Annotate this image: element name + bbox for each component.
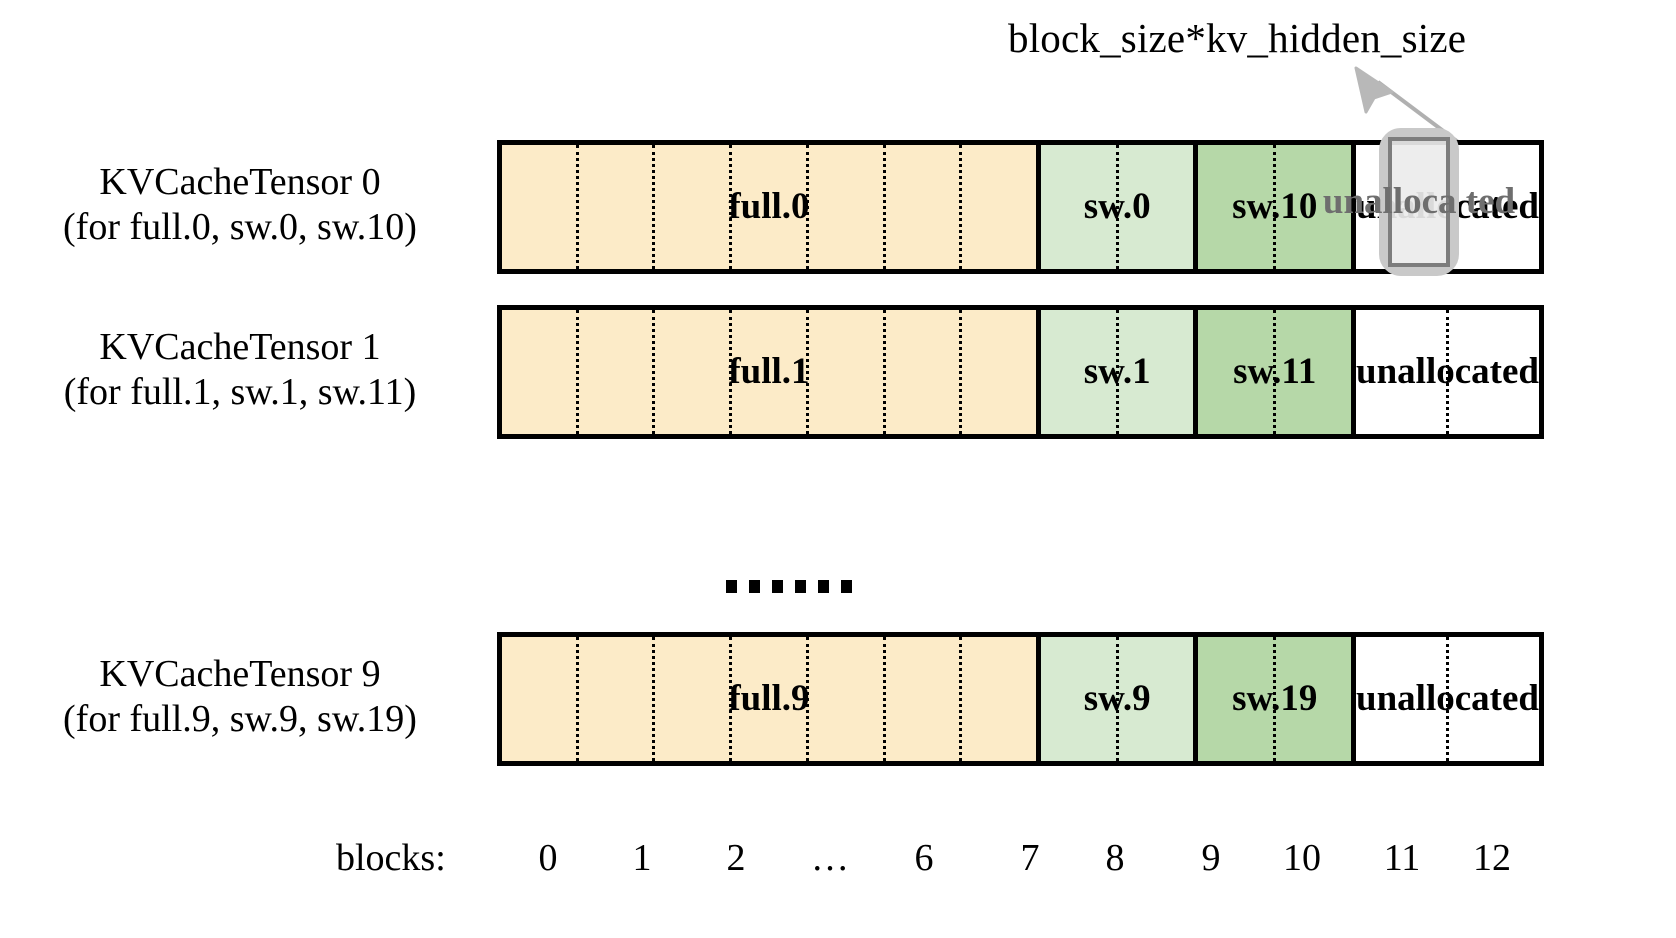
row-label: KVCacheTensor 0 (for full.0, sw.0, sw.10…: [0, 160, 480, 250]
segment-label: full.0: [728, 185, 810, 227]
segment-unallocated[interactable]: unallocated: [1351, 145, 1539, 269]
segment-sw2[interactable]: sw.19: [1193, 637, 1352, 761]
tensor-bar: full.1 sw.1 sw.11 unallocated: [497, 305, 1544, 439]
block-tick: 6: [914, 837, 934, 879]
row-title: KVCacheTensor 9: [99, 653, 381, 695]
segment-label: full.9: [728, 677, 810, 719]
tensor-row: KVCacheTensor 0 (for full.0, sw.0, sw.10…: [0, 140, 1676, 280]
annotation-caption: block_size*kv_hidden_size: [1008, 15, 1467, 61]
segment-sw2[interactable]: sw.11: [1193, 310, 1352, 434]
row-label: KVCacheTensor 1 (for full.1, sw.1, sw.11…: [0, 325, 480, 415]
row-title: KVCacheTensor 0: [99, 161, 381, 203]
row-subtitle: (for full.0, sw.0, sw.10): [63, 205, 417, 248]
segment-full[interactable]: full.1: [502, 310, 1036, 434]
segment-label: unallocated: [1356, 677, 1539, 719]
tensor-row: KVCacheTensor 1 (for full.1, sw.1, sw.11…: [0, 305, 1676, 445]
segment-label: sw.10: [1232, 185, 1318, 227]
block-tick: 0: [538, 837, 558, 879]
segment-label: sw.19: [1232, 677, 1318, 719]
segment-label: sw.11: [1233, 350, 1317, 392]
segment-sw[interactable]: sw.9: [1035, 637, 1194, 761]
segment-label: full.1: [728, 350, 810, 392]
segment-unallocated[interactable]: unallocated: [1351, 310, 1539, 434]
block-tick: 7: [1020, 837, 1040, 879]
block-tick: 1: [632, 837, 652, 879]
segment-sw2[interactable]: sw.10: [1193, 145, 1352, 269]
block-tick: 9: [1201, 837, 1221, 879]
blocks-axis-title: blocks:: [336, 837, 446, 879]
segment-full[interactable]: full.9: [502, 637, 1036, 761]
row-title: KVCacheTensor 1: [99, 326, 381, 368]
blocks-axis: blocks: 0 1 2 … 6 7 8 9 10 11 12: [0, 836, 1676, 896]
rows-omitted-ellipsis: [726, 580, 852, 593]
tensor-bar: full.0 sw.0 sw.10 unallocated: [497, 140, 1544, 274]
block-tick: 10: [1283, 837, 1321, 879]
block-tick: 2: [726, 837, 746, 879]
segment-sw[interactable]: sw.0: [1035, 145, 1194, 269]
row-subtitle: (for full.9, sw.9, sw.19): [63, 697, 417, 740]
segment-label: sw.9: [1083, 677, 1151, 719]
block-tick: 8: [1105, 837, 1125, 879]
block-tick: …: [811, 837, 849, 879]
row-label: KVCacheTensor 9 (for full.9, sw.9, sw.19…: [0, 652, 480, 742]
segment-label: sw.0: [1083, 185, 1151, 227]
segment-unallocated[interactable]: unallocated: [1351, 637, 1539, 761]
block-tick: 12: [1473, 837, 1511, 879]
segment-sw[interactable]: sw.1: [1035, 310, 1194, 434]
block-tick: 11: [1383, 837, 1421, 879]
tensor-bar: full.9 sw.9 sw.19 unallocated: [497, 632, 1544, 766]
tensor-row: KVCacheTensor 9 (for full.9, sw.9, sw.19…: [0, 632, 1676, 772]
segment-full[interactable]: full.0: [502, 145, 1036, 269]
segment-label: sw.1: [1083, 350, 1151, 392]
segment-label: unallocated: [1356, 185, 1539, 227]
segment-label: unallocated: [1356, 350, 1539, 392]
row-subtitle: (for full.1, sw.1, sw.11): [63, 370, 417, 413]
